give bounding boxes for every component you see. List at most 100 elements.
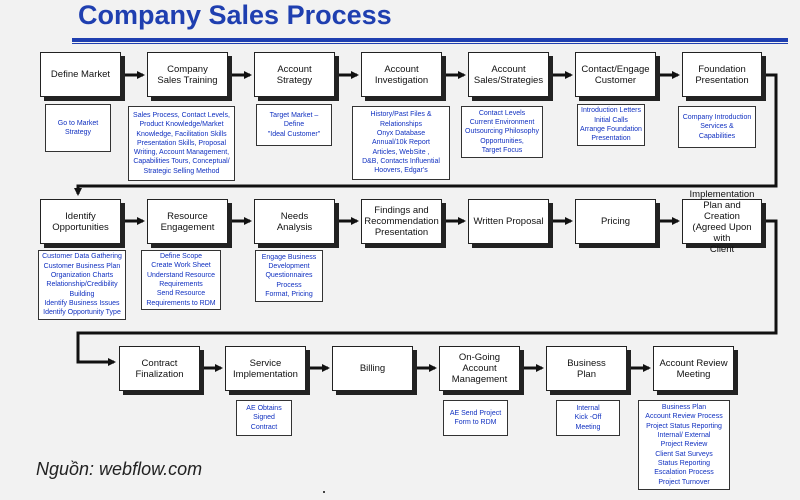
source-caption: Nguồn: webflow.com — [36, 459, 203, 479]
note-needs-analysis: Engage Business Development Questionnair… — [255, 250, 323, 302]
arrow-wrap-1 — [74, 73, 778, 196]
stray-dot — [323, 491, 325, 493]
note-line: Status Reporting — [657, 459, 711, 467]
note-line: Process — [276, 281, 302, 289]
note-line: Identify Opportunity Type — [43, 309, 121, 317]
note-account-investigation: History/Past Files & Relationships Onyx … — [352, 106, 450, 180]
arrow-wrap-2 — [76, 219, 778, 366]
step-needs-analysis: Needs Analysis — [254, 199, 335, 244]
note-line: Current Environment — [469, 119, 535, 127]
note-line: Form to RDM — [454, 419, 497, 426]
step-account-investigation: Account Investigation — [361, 52, 442, 97]
note-line: Knowledge, Facilitation Skills — [136, 130, 227, 138]
note-line: D&B, Contacts Influential — [362, 157, 440, 165]
note-service-implementation: AE Obtains Signed Contract — [236, 400, 292, 436]
step-contract-finalization: Contract Finalization — [119, 346, 200, 391]
note-line: Project Status Reporting — [646, 422, 722, 430]
step-findings-recommendation-presentation: Findings and Recommendation Presentation — [361, 199, 442, 244]
step-service-implementation: Service Implementation — [225, 346, 306, 391]
note-line: Capabilities — [698, 132, 736, 140]
note-line: Understand Resource — [146, 271, 216, 279]
note-line: Company Introduction — [682, 114, 752, 122]
note-line: Product Knowledge/Market — [139, 121, 224, 129]
step-company-sales-training: Company Sales Training — [147, 52, 228, 97]
note-account-review-meeting: Business Plan Account Review Process Pro… — [638, 400, 730, 490]
note-line: Writing, Account Management, — [133, 149, 230, 157]
note-line: Sales Process, Contact Levels, — [133, 111, 230, 119]
step-account-strategy: Account Strategy — [254, 52, 335, 97]
note-line: Presentation Skills, Proposal — [136, 139, 227, 147]
note-line: Go to Market — [57, 119, 99, 127]
note-line: Outsourcing Philosophy — [465, 128, 539, 136]
note-contact-engage-customer: Introduction Letters Initial Calls Arran… — [577, 104, 645, 146]
note-line: Project Turnover — [658, 478, 710, 486]
note-line: Development — [268, 263, 310, 271]
note-line: Relationship/Credibility — [46, 281, 118, 289]
note-line: Building — [69, 290, 95, 298]
note-line: Create Work Sheet — [151, 262, 211, 270]
note-foundation-presentation: Company Introduction Services & Capabili… — [678, 106, 756, 148]
step-identify-opportunities: Identify Opportunities — [40, 199, 121, 244]
note-line: Initial Calls — [594, 116, 628, 124]
note-line: Opportunities, — [480, 137, 524, 145]
step-pricing: Pricing — [575, 199, 656, 244]
step-foundation-presentation: Foundation Presentation — [682, 52, 762, 97]
step-define-market: Define Market — [40, 52, 121, 97]
note-line: Project Review — [660, 441, 708, 449]
note-line: Requirements to RDM — [146, 299, 216, 307]
note-company-sales-training: Sales Process, Contact Levels, Product K… — [128, 106, 235, 181]
note-line: Hoovers, Edgar's — [374, 167, 428, 175]
page-title: Company Sales Process — [78, 0, 392, 30]
note-line: Internal — [576, 405, 600, 413]
note-line: History/Past Files & — [370, 111, 432, 119]
note-line: Arrange Foundation — [580, 126, 642, 133]
note-line: "Ideal Customer" — [267, 130, 321, 138]
step-resource-engagement: Resource Engagement — [147, 199, 228, 244]
note-ongoing-account-management: AE Send Project Form to RDM — [443, 400, 508, 436]
note-define-market: Go to Market Strategy — [45, 104, 111, 152]
note-line: Introduction Letters — [581, 107, 641, 115]
step-business-plan: Business Plan — [546, 346, 627, 391]
note-line: Strategy — [64, 129, 92, 136]
note-line: Annual/10k Report — [372, 139, 430, 147]
step-account-sales-strategies: Account Sales/Strategies — [468, 52, 549, 97]
note-line: Presentation — [591, 135, 631, 143]
note-line: Capabilities Tours, Conceptual/ — [133, 158, 230, 166]
note-line: Kick -Off — [574, 414, 602, 422]
note-resource-engagement: Define Scope Create Work Sheet Understan… — [141, 250, 221, 310]
step-billing: Billing — [332, 346, 413, 391]
note-line: AE Obtains — [246, 405, 282, 413]
note-line: Target Market – — [269, 112, 319, 120]
note-line: Organization Charts — [50, 272, 114, 280]
note-line: Strategic Selling Method — [143, 167, 220, 175]
note-line: Articles, WebSite , — [372, 148, 430, 156]
note-line: Identify Business Issues — [44, 299, 120, 307]
note-line: Onyx Database — [376, 130, 426, 138]
note-line: Target Focus — [481, 146, 523, 154]
note-line: Contract — [250, 423, 278, 431]
note-line: Account Review Process — [645, 413, 723, 421]
note-account-strategy: Target Market – Define "Ideal Customer" — [256, 104, 332, 146]
title-underline — [72, 38, 788, 42]
note-line: Signed — [253, 414, 275, 422]
note-line: Define — [283, 121, 305, 129]
note-line: Requirements — [159, 281, 203, 288]
note-line: Services & — [700, 123, 734, 131]
note-identify-opportunities: Customer Data Gathering Customer Busines… — [38, 250, 126, 320]
note-line: Meeting — [575, 423, 601, 431]
step-written-proposal: Written Proposal — [468, 199, 549, 244]
step-ongoing-account-management: On-Going Account Management — [439, 346, 520, 391]
note-line: Questionnaires — [265, 272, 313, 280]
note-line: Customer Business Plan — [43, 262, 121, 270]
step-contact-engage-customer: Contact/Engage Customer — [575, 52, 656, 97]
title-underline-thin — [72, 43, 788, 44]
note-line: Contact Levels — [478, 109, 526, 117]
note-line: Escalation Process — [654, 469, 714, 477]
note-line: Relationships — [379, 120, 423, 128]
step-implementation-plan: Implementation Plan and Creation (Agreed… — [682, 189, 762, 255]
note-account-sales-strategies: Contact Levels Current Environment Outso… — [461, 106, 543, 158]
note-line: Customer Data Gathering — [42, 253, 122, 261]
note-line: Internal/ External — [657, 432, 711, 440]
note-business-plan: Internal Kick -Off Meeting — [556, 400, 620, 436]
